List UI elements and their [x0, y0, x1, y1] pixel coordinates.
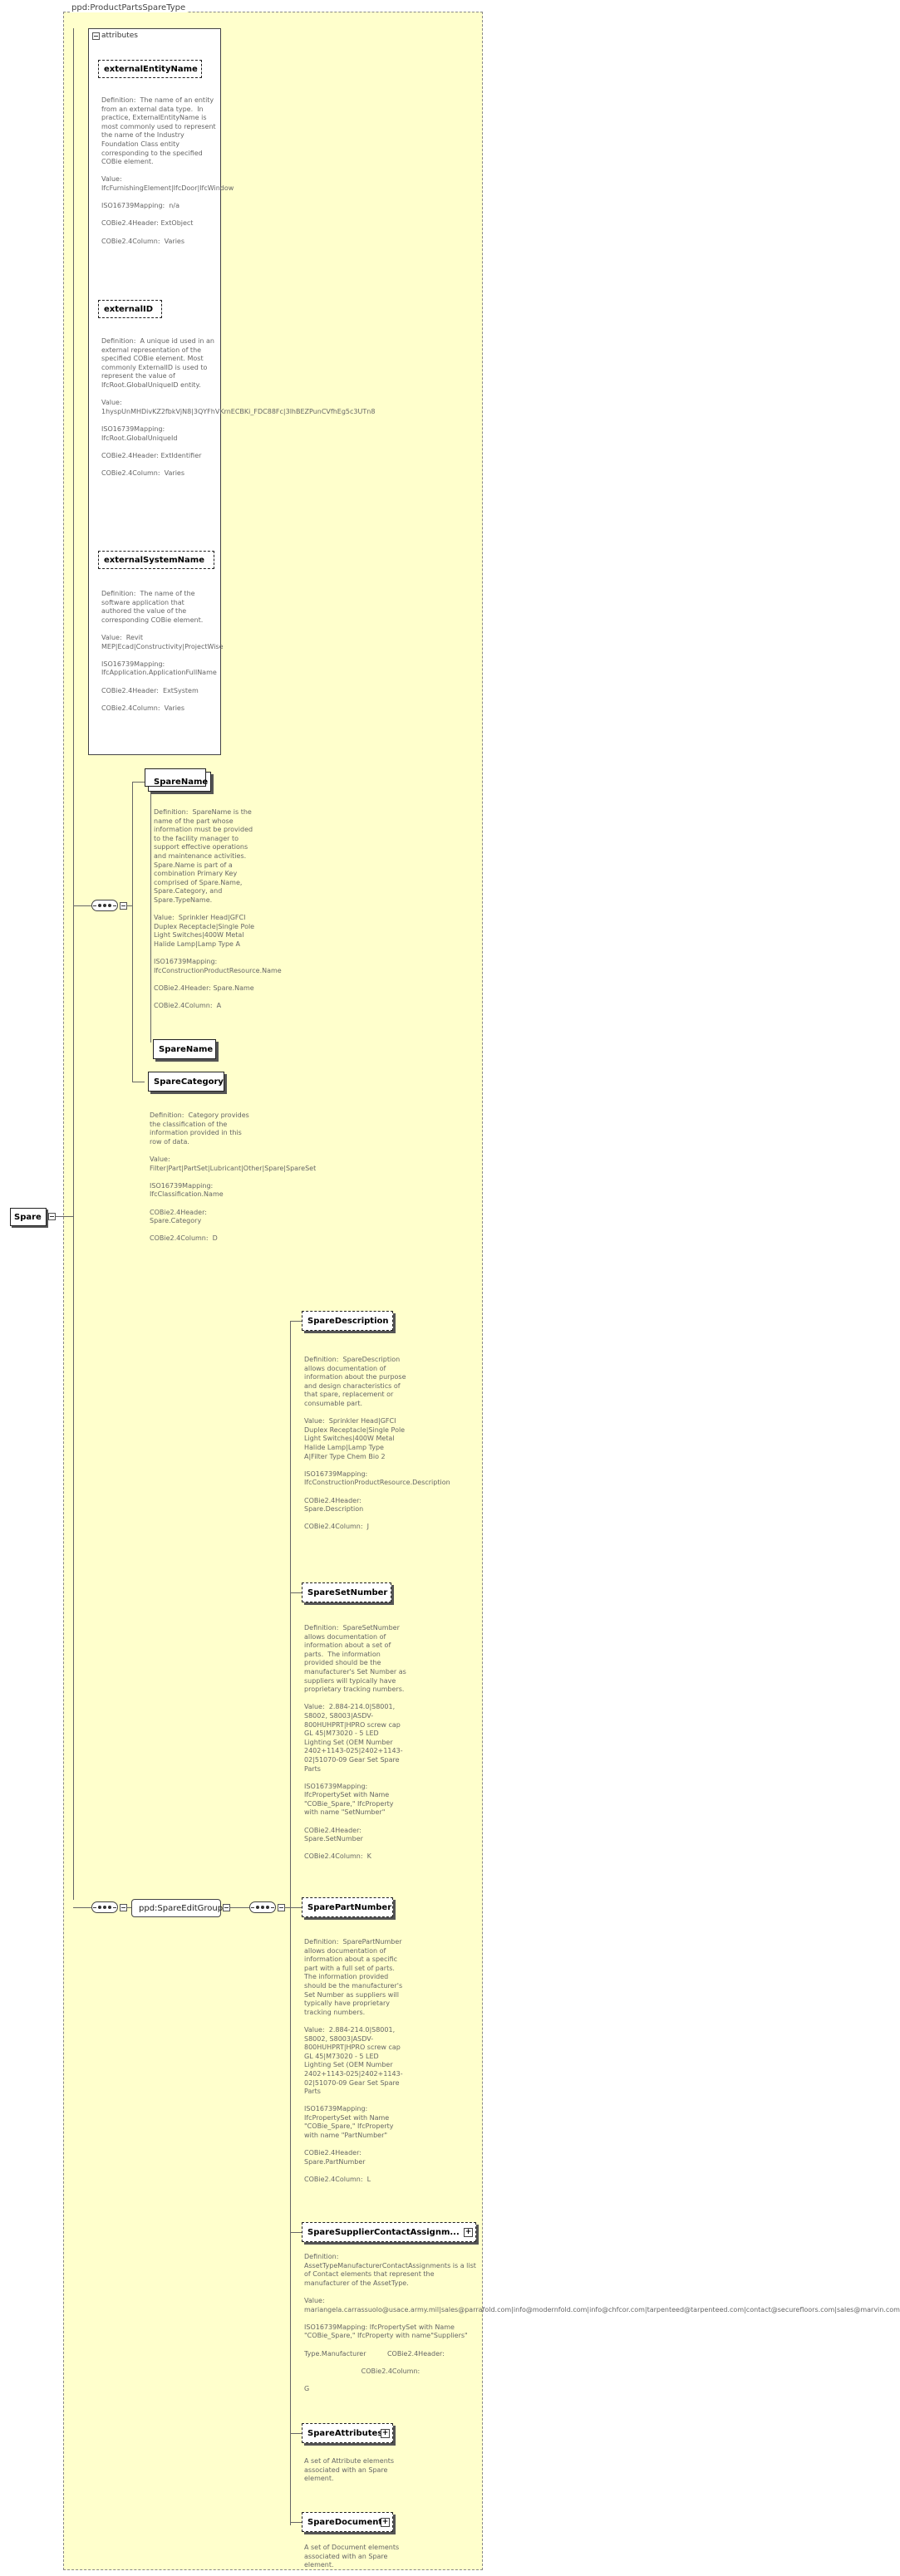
connector-line: [290, 1907, 302, 1908]
connector-line: [150, 792, 151, 1043]
attribute-description: Definition: The name of an entity from a…: [101, 96, 234, 245]
group-label: ppd:SpareEditGroup: [139, 1903, 224, 1913]
connector-line: [290, 1321, 302, 1322]
attributes-panel: [88, 28, 221, 755]
element-description: A set of Attribute elements associated w…: [304, 2457, 396, 2483]
type-title: ppd:ProductPartsSpareType: [70, 3, 188, 12]
element-spare-category[interactable]: SpareCategory: [148, 1072, 224, 1092]
connector-line: [290, 1321, 291, 2525]
connector-line: [73, 905, 91, 906]
root-label: Spare: [14, 1212, 42, 1222]
collapse-icon[interactable]: [92, 32, 100, 40]
element-description: Definition: AssetTypeManufacturerContact…: [304, 2253, 900, 2392]
element-description: Definition: SparePartNumber allows docum…: [304, 1938, 403, 2184]
element-description: Definition: SpareSetNumber allows docume…: [304, 1624, 406, 1861]
element-spare-set-number[interactable]: SpareSetNumber: [302, 1582, 391, 1602]
element-spare-description[interactable]: SpareDescription: [302, 1311, 393, 1331]
connector-line: [73, 28, 74, 1900]
attributes-tab-label: attributes: [101, 32, 138, 40]
root-element-spare[interactable]: Spare: [10, 1208, 47, 1226]
element-spare-name-inner[interactable]: SpareName: [153, 1039, 216, 1059]
connector-line: [285, 1907, 290, 1908]
expand-icon[interactable]: +: [381, 2518, 390, 2527]
collapse-icon[interactable]: [278, 1904, 285, 1911]
connector-line: [73, 1907, 91, 1908]
attribute-description: Definition: The name of the software app…: [101, 590, 224, 712]
connector-line: [127, 905, 132, 906]
connector-line: [290, 2232, 302, 2233]
element-label: SpareAttributes: [307, 2428, 383, 2438]
connector-line: [290, 1592, 302, 1593]
connector-line: [127, 1907, 131, 1908]
attribute-external-system-name[interactable]: externalSystemName: [98, 551, 214, 569]
connector-line: [56, 1216, 73, 1217]
expand-icon[interactable]: +: [381, 2429, 390, 2438]
collapse-icon[interactable]: [48, 1213, 56, 1220]
element-description: A set of Document elements associated wi…: [304, 2544, 401, 2569]
connector-line: [132, 782, 133, 1082]
element-description: Definition: SpareDescription allows docu…: [304, 1356, 450, 1531]
element-spare-name[interactable]: SpareName: [145, 768, 211, 792]
element-spare-part-number[interactable]: SparePartNumber: [302, 1897, 393, 1917]
element-description: Definition: Category provides the classi…: [150, 1111, 317, 1243]
connector-line: [290, 2522, 302, 2523]
sequence-compositor-icon[interactable]: [249, 1901, 276, 1913]
attribute-external-id[interactable]: externalID: [98, 300, 162, 318]
connector-line: [230, 1907, 249, 1908]
element-spare-documents[interactable]: SpareDocuments +: [302, 2512, 393, 2532]
expand-icon[interactable]: +: [464, 2228, 473, 2237]
collapse-icon[interactable]: [223, 1904, 230, 1911]
element-spare-attributes[interactable]: SpareAttributes +: [302, 2423, 393, 2443]
attribute-external-entity-name[interactable]: externalEntityName: [98, 60, 202, 78]
attribute-description: Definition: A unique id used in an exter…: [101, 337, 375, 477]
connector-line: [290, 2433, 302, 2434]
element-description: Definition: SpareName is the name of the…: [154, 808, 282, 1010]
collapse-icon[interactable]: [120, 902, 127, 910]
collapse-icon[interactable]: [120, 1904, 127, 1911]
connector-line: [132, 782, 145, 783]
attributes-tab[interactable]: attributes: [91, 30, 140, 42]
element-label: SpareSupplierContactAssignm...: [307, 2227, 460, 2237]
sequence-compositor-icon[interactable]: [91, 1901, 118, 1913]
group-spare-edit-group[interactable]: ppd:SpareEditGroup: [131, 1899, 224, 1917]
sequence-compositor-icon[interactable]: [91, 900, 118, 911]
element-spare-supplier-contact-assignments[interactable]: SpareSupplierContactAssignm... +: [302, 2222, 476, 2242]
element-label: SpareDocuments: [307, 2517, 388, 2527]
